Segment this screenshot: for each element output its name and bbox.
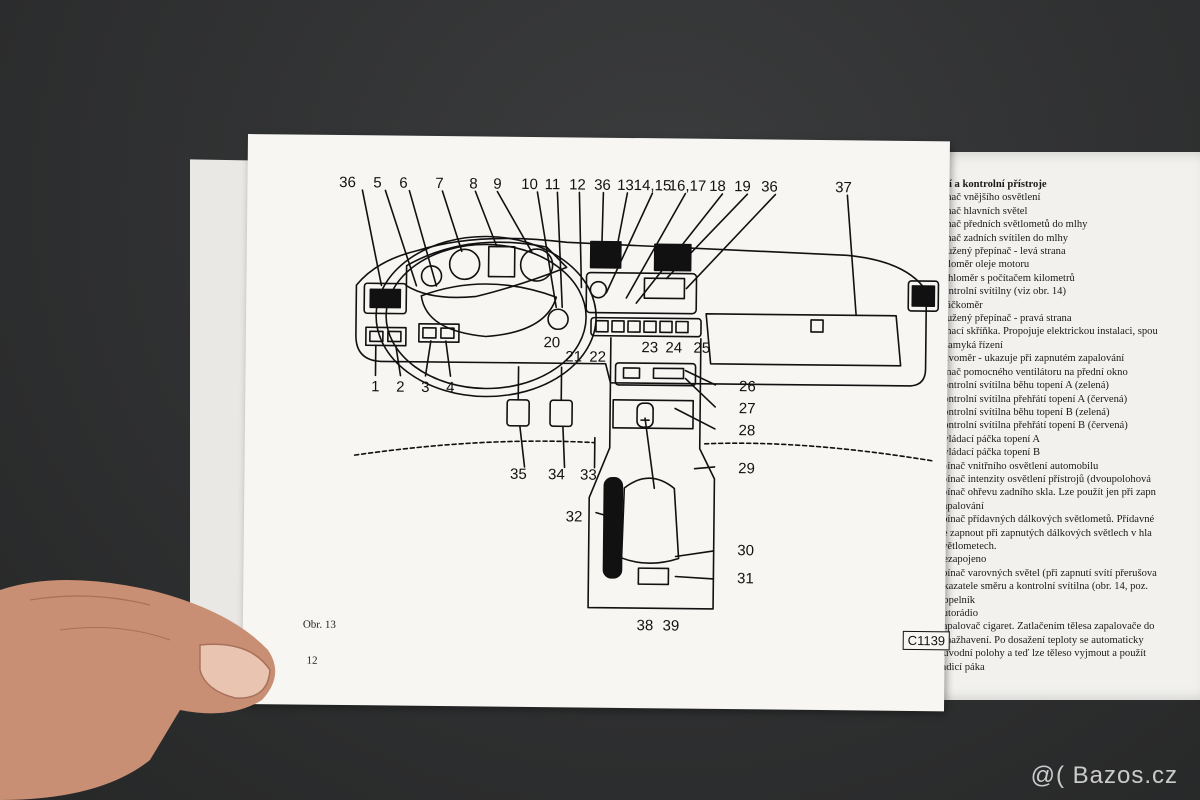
callout-label: 21 xyxy=(565,348,582,365)
legend-item: zapalovač cigaret. Zatlačením tělesa zap… xyxy=(938,621,1155,633)
legend-item: eploměr oleje motoru xyxy=(938,259,1030,271)
legend-item: pínač předních světlometů do mlhy xyxy=(938,219,1088,231)
callout-label: 19 xyxy=(734,178,751,195)
callout-label: 36 xyxy=(594,177,611,194)
callout-label: 7 xyxy=(435,175,444,192)
callout-label: 24 xyxy=(665,339,682,356)
thumbnail xyxy=(199,643,271,699)
callout-label: 14,15 xyxy=(634,177,672,194)
legend-item: ovládací páčka topení A xyxy=(938,433,1041,445)
legend-text: lací a kontrolní přístroje pínač vnějšíh… xyxy=(938,178,1200,674)
legend-item: původní polohy a teď lze těleso vyjmout … xyxy=(938,648,1147,660)
legend-item: pínač vnějšího osvětlení xyxy=(938,192,1041,204)
legend-item: ychloměr s počítačem kilometrů xyxy=(938,272,1075,284)
legend-item: světlometech. xyxy=(938,540,997,552)
callout-label: 10 xyxy=(521,176,538,193)
callout-label: 4 xyxy=(446,379,455,396)
legend-item: kontrolní svítilna přehřátí topení B (če… xyxy=(938,420,1128,432)
callout-label: 9 xyxy=(493,176,502,193)
callout-label: 33 xyxy=(580,466,597,483)
legend-item: autorádio xyxy=(938,608,979,619)
callout-label: 1 xyxy=(371,378,380,395)
legend-item: pínací skříňka. Propojuje elektrickou in… xyxy=(938,326,1158,338)
callout-label: 30 xyxy=(737,542,754,559)
legend-item: spínač intenzity osvětlení přístrojů (dv… xyxy=(938,473,1152,485)
watermark: @( Bazos.cz xyxy=(1030,762,1178,789)
callout-label: 3 xyxy=(421,379,430,396)
legend-item: řadicí páka xyxy=(938,661,985,673)
callout-label: 35 xyxy=(510,466,527,483)
callout-label: 18 xyxy=(709,178,726,195)
callout-label: 16,17 xyxy=(669,177,707,194)
callout-label: 25 xyxy=(693,340,710,357)
figure-caption: Obr. 13 xyxy=(302,618,336,631)
legend-item: spínač varovných světel (při zapnutí sví… xyxy=(938,567,1157,579)
legend-heading: lací a kontrolní přístroje xyxy=(938,179,1047,190)
rev-counter xyxy=(519,248,554,282)
callout-label: 31 xyxy=(737,570,754,587)
callout-label: 12 xyxy=(569,176,586,193)
callout-label: 23 xyxy=(641,339,658,356)
figure-code: C1139 xyxy=(902,630,951,651)
legend-item: družený přepínač - pravá strana xyxy=(938,313,1072,325)
callout-label: 36 xyxy=(339,174,356,191)
callout-label: 20 xyxy=(543,334,560,351)
legend-item: k nažhavení. Po dosažení teploty se auto… xyxy=(938,634,1144,646)
callout-label: 38 xyxy=(636,617,653,634)
legend-item: kontrolní svítilna běhu topení A (zelená… xyxy=(938,380,1109,392)
callout-label: 36 xyxy=(761,178,778,195)
callout-label: 6 xyxy=(399,175,408,192)
page-number: 12 xyxy=(306,654,318,667)
legend-item: alivoměr - ukazuje při zapnutém zapalová… xyxy=(938,353,1125,365)
callout-label: 29 xyxy=(738,460,755,477)
callouts-right: 26 27 28 29 30 31 xyxy=(737,378,756,587)
oil-temp-gauge xyxy=(448,248,481,281)
callout-label: 5 xyxy=(373,174,382,191)
callout-label: 13 xyxy=(617,177,634,194)
legend-item: ovládací páčka topení B xyxy=(938,447,1041,459)
callout-label: 2 xyxy=(396,379,405,396)
legend-item: ukazatele směru a kontrolní svítilna (ob… xyxy=(938,581,1149,593)
callout-label: 27 xyxy=(739,400,756,417)
legend-item: zapalování xyxy=(938,500,984,512)
legend-item: ze zapnout při zapnutých dálkových světl… xyxy=(938,527,1152,539)
legend-item: pínač pomocného ventilátoru na přední ok… xyxy=(938,366,1128,378)
legend-item: družený přepínač - levá strana xyxy=(938,246,1066,258)
legend-item: kontrolní svítilna běhu topení B (zelená… xyxy=(938,406,1110,418)
callouts-mid: 20 21 22 23 24 25 xyxy=(543,334,710,366)
callout-label: 32 xyxy=(566,508,583,525)
legend-item: nezapojeno xyxy=(938,554,987,566)
right-page xyxy=(930,152,1200,700)
callout-label: 26 xyxy=(739,378,756,395)
callout-label: 28 xyxy=(738,422,755,439)
legend-item: spínač vnitřního osvětlení automobilu xyxy=(938,460,1099,472)
legend-item: popelník xyxy=(938,594,976,606)
callouts-bottom: 35 34 33 32 38 39 xyxy=(510,466,679,635)
callout-label: 39 xyxy=(662,617,679,634)
legend-item: pínač zadních svítilen do mlhy xyxy=(938,232,1069,244)
legend-item: otáčkoměr xyxy=(938,299,983,311)
callout-label: 11 xyxy=(545,176,561,193)
legend-item: kontrolní svítilna přehřátí topení A (če… xyxy=(938,393,1128,405)
legend-item: uzamyká řízení xyxy=(938,339,1004,351)
callout-label: 22 xyxy=(589,349,606,366)
legend-item: spínač přídavných dálkových světlometů. … xyxy=(938,514,1155,526)
hand xyxy=(0,580,276,800)
callout-label: 8 xyxy=(469,175,478,192)
legend-item: kontrolní svítilny (viz obr. 14) xyxy=(938,286,1066,298)
dashboard-outline xyxy=(355,237,928,387)
callout-label: 37 xyxy=(835,179,852,196)
callout-label: 34 xyxy=(548,466,565,483)
legend-item: pínač hlavních světel xyxy=(938,205,1028,217)
legend-item: spínač ohřevu zadního skla. Lze použít j… xyxy=(938,487,1156,499)
